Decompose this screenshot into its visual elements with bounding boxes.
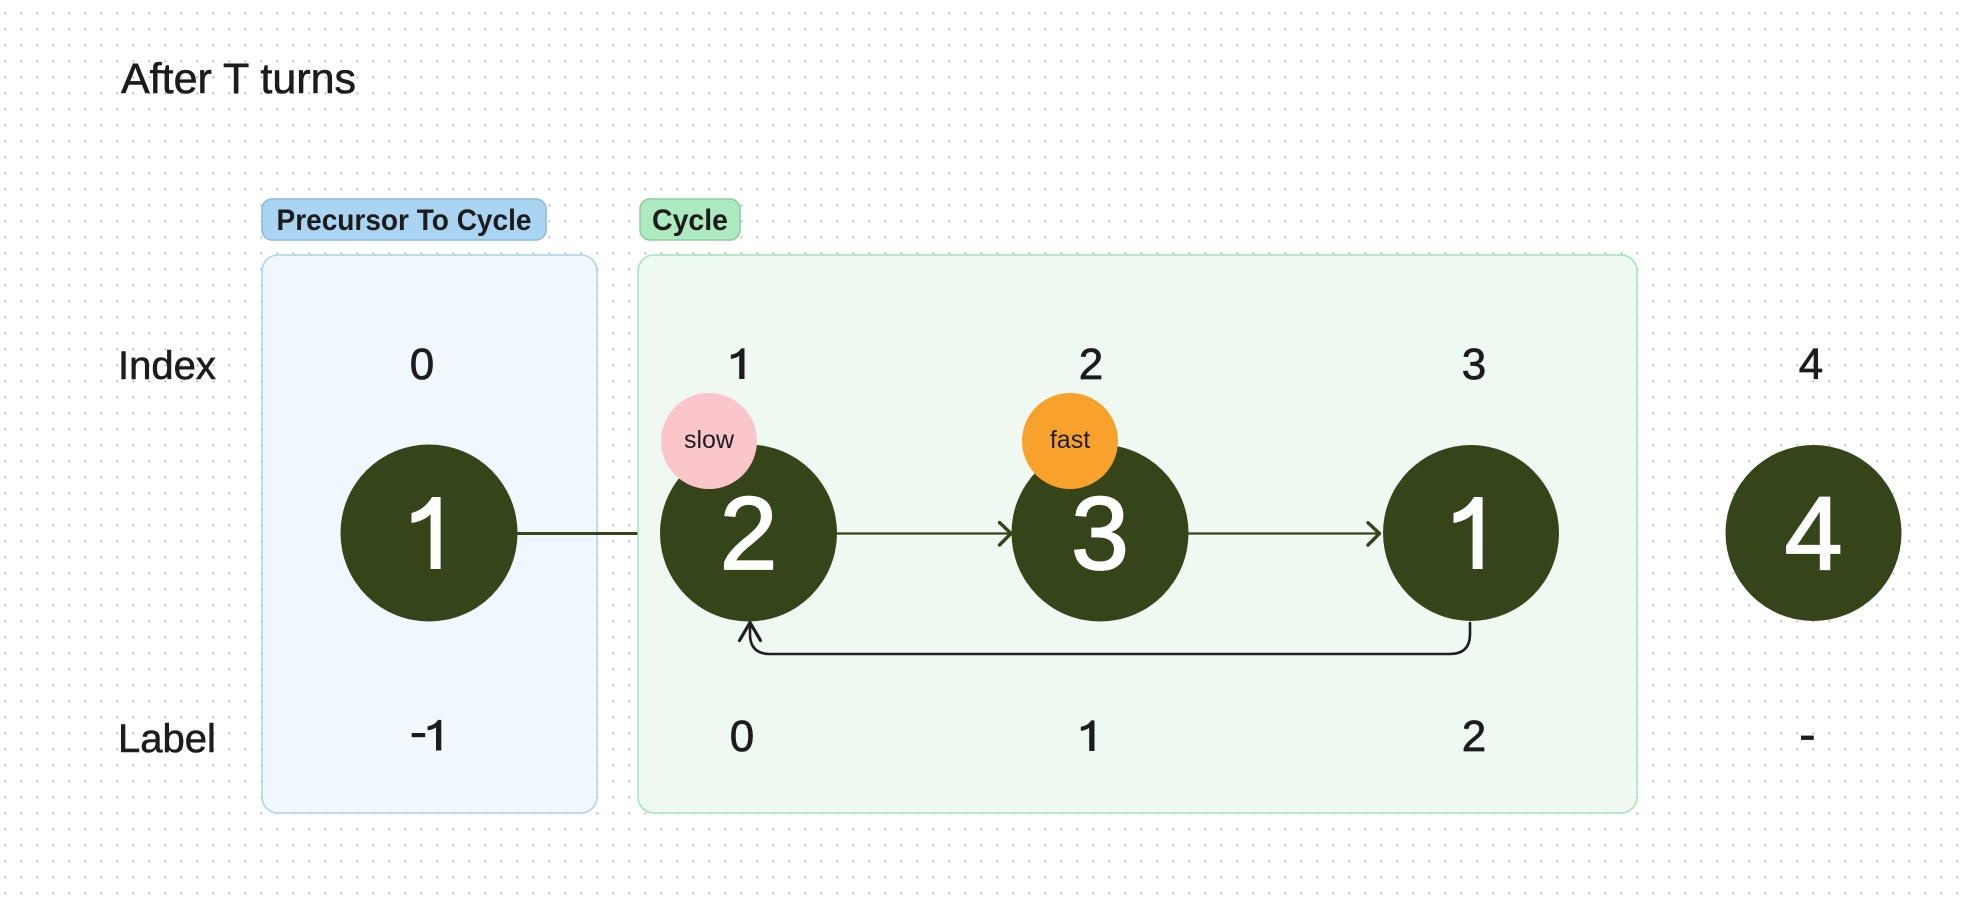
svg-text:2: 2 — [1079, 340, 1103, 389]
svg-text:4: 4 — [1799, 340, 1823, 389]
svg-text:After T turns: After T turns — [121, 55, 356, 103]
svg-text:3: 3 — [1071, 476, 1129, 592]
svg-text:Precursor To Cycle: Precursor To Cycle — [277, 204, 532, 237]
svg-text:Index: Index — [118, 344, 216, 388]
svg-text:0: 0 — [410, 340, 434, 389]
svg-text:Label: Label — [118, 717, 216, 761]
svg-text:slow: slow — [684, 426, 735, 454]
svg-text:Cycle: Cycle — [652, 204, 728, 237]
svg-text:2: 2 — [720, 476, 778, 592]
svg-text:3: 3 — [1462, 340, 1486, 389]
svg-text:fast: fast — [1050, 426, 1090, 454]
svg-text:2: 2 — [1462, 712, 1486, 761]
svg-text:0: 0 — [730, 712, 754, 761]
svg-text:4: 4 — [1785, 476, 1843, 592]
